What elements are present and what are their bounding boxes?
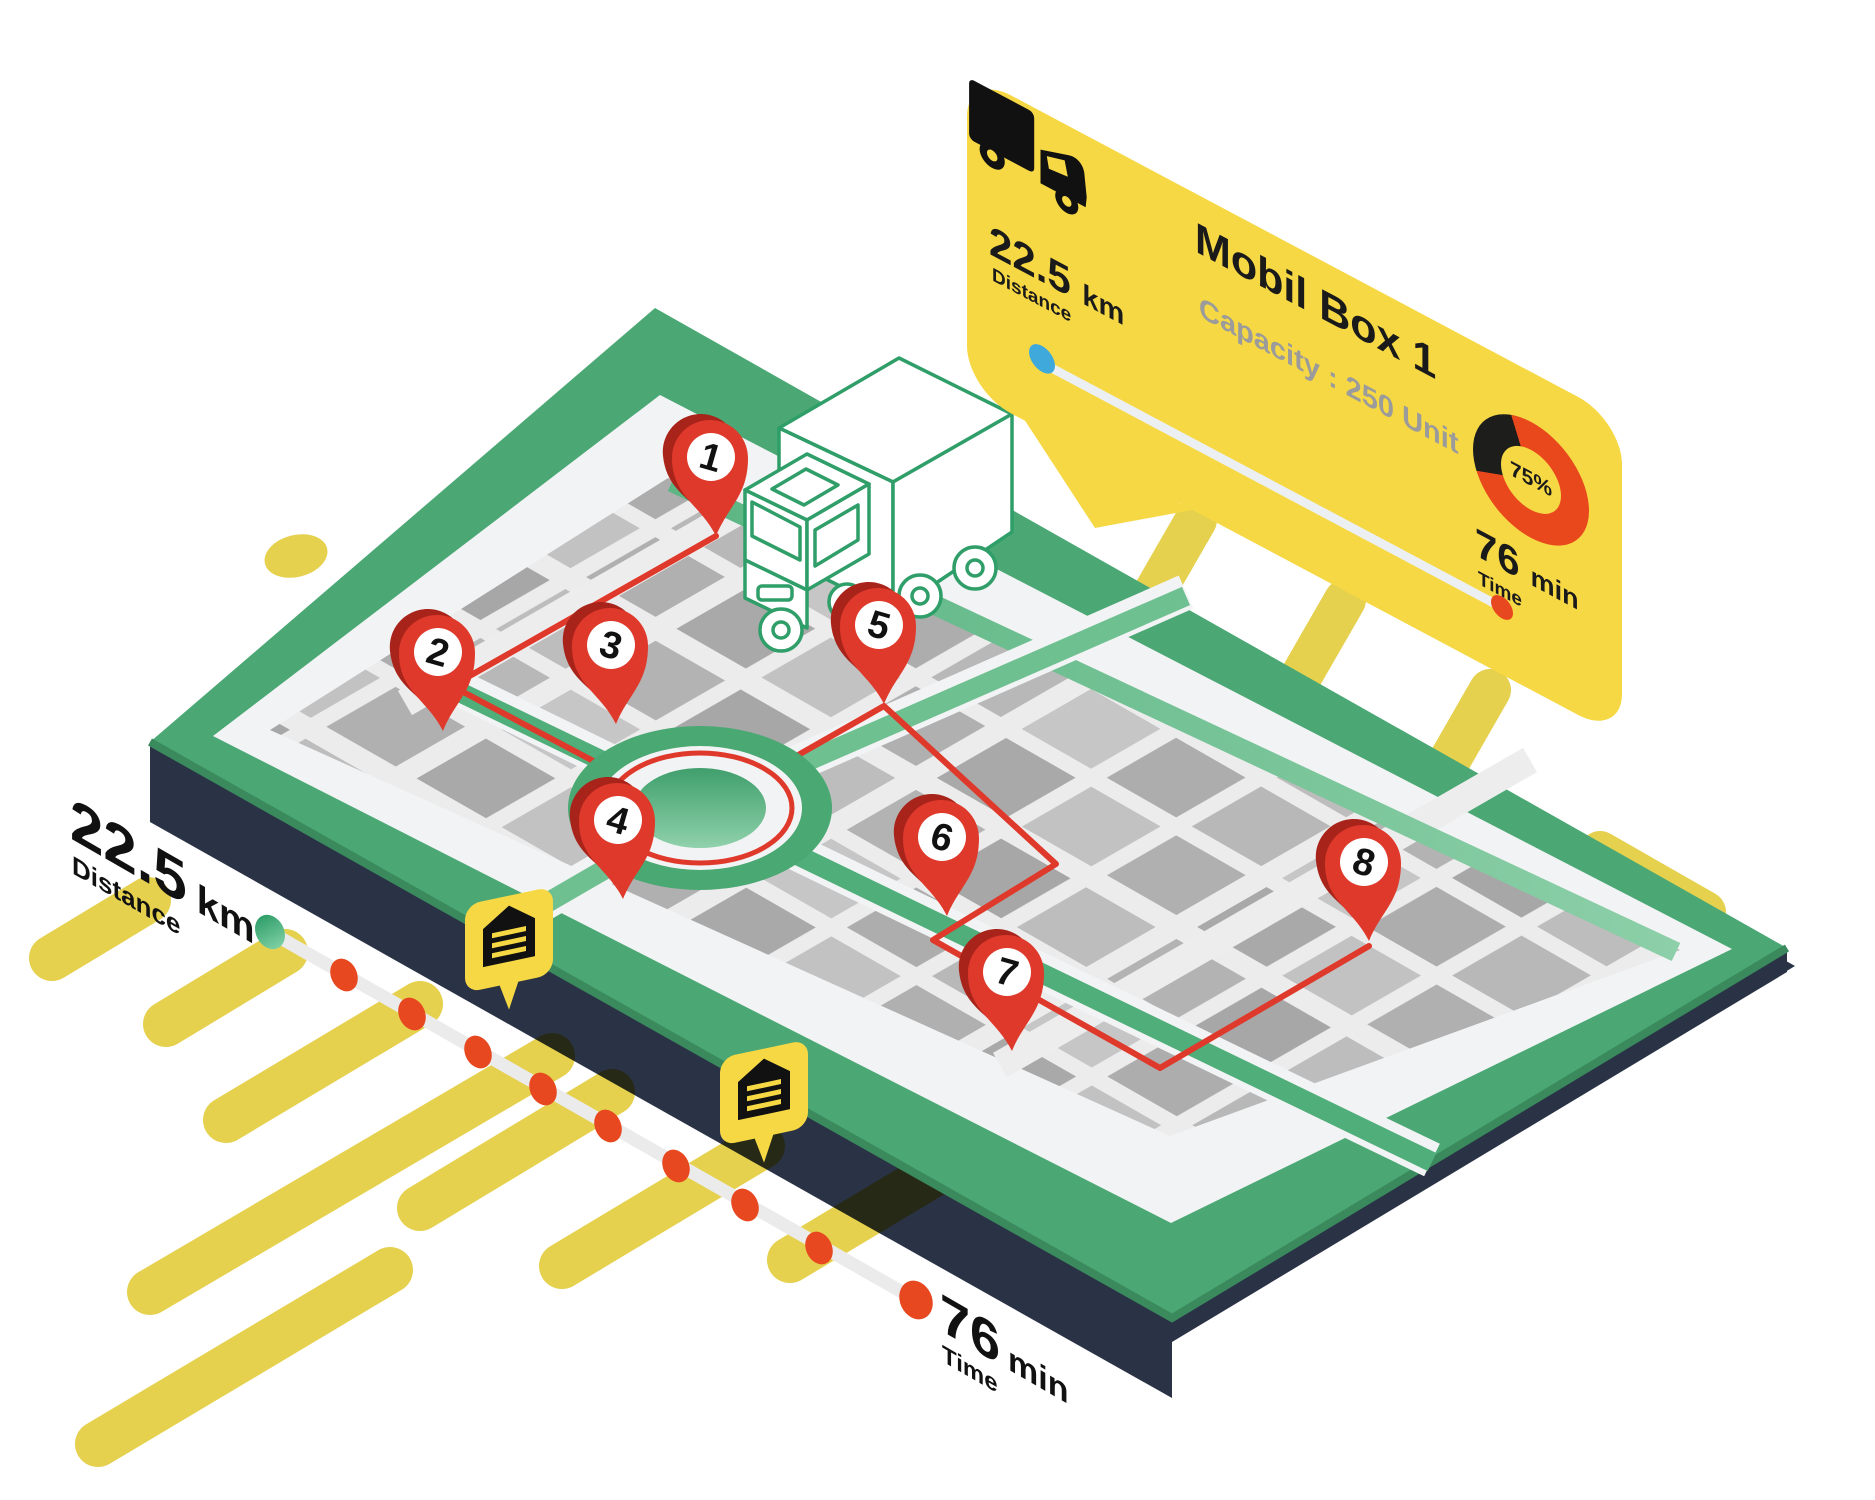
load-percent: 75% bbox=[1509, 456, 1553, 503]
yellow-dot-upper-left bbox=[264, 534, 328, 578]
donut-hole: 75% bbox=[1501, 433, 1561, 526]
timeline bbox=[255, 914, 933, 1320]
garage-icon bbox=[483, 905, 535, 968]
map-pin-7[interactable]: 7 bbox=[955, 925, 1044, 1051]
map-pin-6[interactable]: 6 bbox=[890, 790, 979, 916]
map-pin-4[interactable]: 4 bbox=[566, 773, 655, 899]
map-pin-8[interactable]: 8 bbox=[1312, 815, 1401, 941]
map-pins: 1 2 3 4 5 6 bbox=[386, 410, 1401, 1051]
timeline-stop-dots bbox=[330, 958, 833, 1265]
truck-icon bbox=[969, 80, 1087, 215]
vehicle-info-card[interactable]: Mobil Box 1 Capacity : 250 Unit 22.5 km … bbox=[967, 72, 1622, 739]
garage-icon bbox=[738, 1058, 790, 1121]
map-pin-3[interactable]: 3 bbox=[559, 598, 648, 724]
warehouse-marker-1[interactable] bbox=[465, 886, 553, 1019]
distance-unit: km bbox=[1082, 278, 1125, 333]
progress-start-dot bbox=[1029, 338, 1055, 379]
warehouse-marker-2[interactable] bbox=[720, 1039, 808, 1172]
time-unit: min bbox=[1530, 560, 1579, 617]
card-tail bbox=[1022, 416, 1192, 528]
map-pin-5[interactable]: 5 bbox=[827, 578, 916, 704]
timeline-start-dot bbox=[255, 914, 285, 950]
timeline-end-dot bbox=[899, 1280, 933, 1320]
map-pin-1[interactable]: 1 bbox=[659, 410, 748, 536]
map-pin-2[interactable]: 2 bbox=[386, 605, 475, 731]
